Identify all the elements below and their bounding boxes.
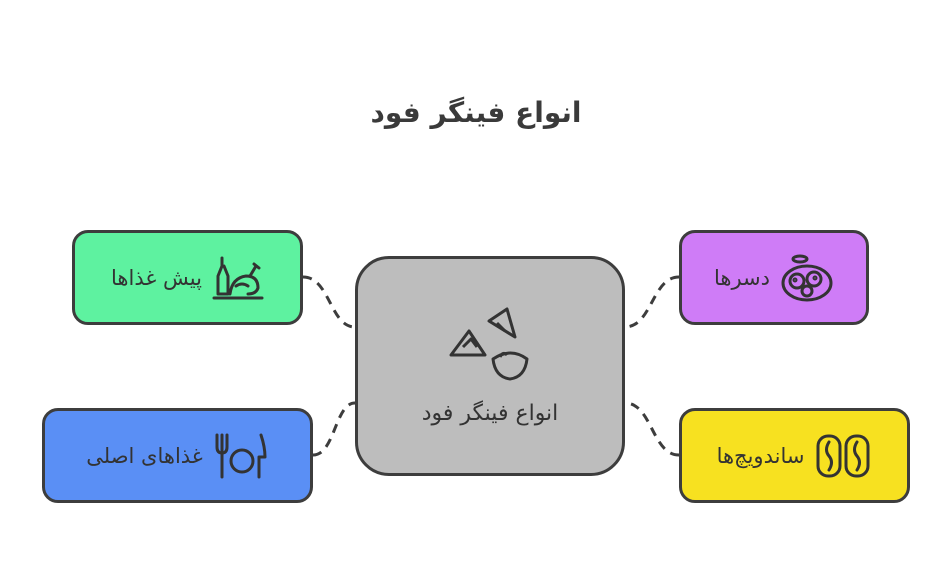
branch-mains-label: غذاهای اصلی [86, 443, 203, 468]
connector-desserts [624, 275, 680, 329]
diagram-title: انواع فینگر فود [370, 96, 582, 129]
roast-chicken-icon [212, 254, 264, 302]
center-label: انواع فینگر فود [421, 400, 559, 426]
connector-mains [312, 401, 356, 457]
fork-plate-knife-icon [213, 431, 269, 481]
cookie-plate-icon [780, 253, 834, 303]
center-node: انواع فینگر فود [355, 256, 625, 476]
connector-sandwiches [624, 401, 680, 457]
branch-desserts: دسرها [679, 230, 869, 325]
sandwich-rolls-icon [814, 432, 872, 480]
branch-sandwiches-label: ساندویچ‌ها [716, 443, 805, 468]
connector-starters [302, 275, 356, 329]
branch-starters: پیش غذاها [72, 230, 303, 325]
branch-mains: غذاهای اصلی [42, 408, 313, 503]
branch-desserts-label: دسرها [714, 265, 771, 290]
branch-starters-label: پیش غذاها [111, 265, 202, 290]
nachos-dip-icon [445, 307, 535, 383]
branch-sandwiches: ساندویچ‌ها [679, 408, 910, 503]
